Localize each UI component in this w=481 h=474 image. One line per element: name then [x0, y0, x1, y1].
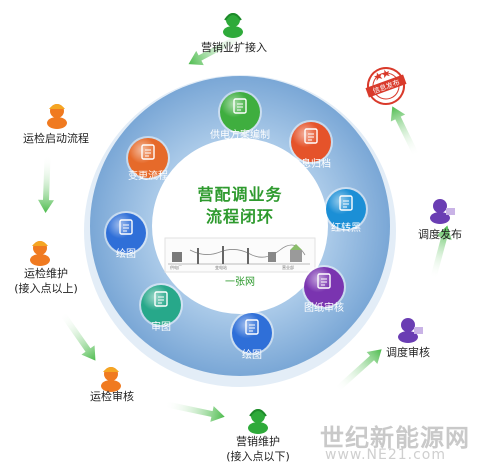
ring-label-change: 变更流程: [128, 171, 168, 182]
calendar-icon: [154, 291, 168, 307]
outer-nodes: [30, 13, 455, 434]
engineer-icon: [47, 104, 67, 129]
map-label: 营业部: [282, 265, 294, 270]
document-icon: [141, 144, 155, 160]
draw-tools-icon: [245, 319, 259, 335]
arrow-3: [59, 311, 96, 361]
ring-label-red-to-black: 红转黑: [331, 223, 361, 234]
ring-node-3: [324, 187, 368, 231]
arrow-5: [334, 349, 382, 393]
arrow-2: [38, 154, 54, 213]
map-label: 供电厂: [170, 265, 182, 270]
node-label-ops-maintain: 运检维护 (接入点以上): [14, 267, 78, 295]
headset-operator-icon: [223, 13, 243, 38]
ring-node-5: [230, 311, 274, 355]
document-icon: [233, 98, 247, 114]
node-label-dispatch-release: 调度发布: [418, 228, 462, 241]
ring-label-drawing-review: 图纸审核: [304, 303, 344, 314]
ring-node-7: [104, 211, 148, 255]
ring-node-6: [139, 283, 183, 327]
ring-node-4: [302, 265, 346, 309]
watermark-url: www.NE21.com: [325, 447, 446, 463]
map-label: 变电站: [215, 265, 227, 270]
engineer-icon: [101, 367, 121, 392]
blueprint-icon: [317, 273, 331, 289]
arrow-1: [188, 29, 250, 66]
dispatcher-icon: [398, 318, 423, 343]
draw-tools-icon: [119, 219, 133, 235]
dispatcher-icon: [430, 199, 455, 224]
stamp-text: 信息发布: [371, 77, 400, 95]
engineer-icon: [30, 241, 50, 266]
ring-label-power-plan: 供电方案编制: [210, 130, 270, 141]
ring-label-review-drawing: 审图: [151, 322, 171, 333]
node-label-marketing-maintain: 营销维护 (接入点以下): [226, 435, 290, 463]
arrow-7: [390, 106, 420, 158]
ring-node-1: [218, 90, 262, 134]
arrow-4: [164, 401, 225, 422]
ring-label-draw: 绘图: [242, 350, 262, 361]
watermark-title: 世纪新能源网: [320, 424, 470, 452]
center-caption: 一张网: [225, 277, 255, 288]
ring-node-8: [126, 136, 170, 180]
node-label-marketing-access: 营销业扩接入: [201, 41, 267, 54]
document-icon: [304, 128, 318, 144]
grid-map-graphic: [164, 237, 316, 273]
ring-label-draw-2: 绘图: [116, 249, 136, 260]
center-title-line2: 流程闭环: [205, 207, 275, 226]
headset-operator-icon: [248, 409, 268, 434]
node-label-ops-review: 运检审核: [90, 390, 134, 403]
release-stamp-icon: 信息发布: [365, 67, 407, 105]
monitor-icon: [339, 195, 353, 211]
arrow-6: [430, 225, 452, 280]
center-title-line1: 营配调业务: [197, 185, 283, 204]
node-label-dispatch-review: 调度审核: [386, 346, 430, 359]
node-label-ops-start: 运检启动流程: [23, 132, 89, 145]
ring-node-2: [289, 120, 333, 164]
ring-nodes: [104, 90, 368, 355]
flow-arrows: [38, 29, 452, 422]
ring-label-archive: 信息归档: [291, 159, 331, 170]
